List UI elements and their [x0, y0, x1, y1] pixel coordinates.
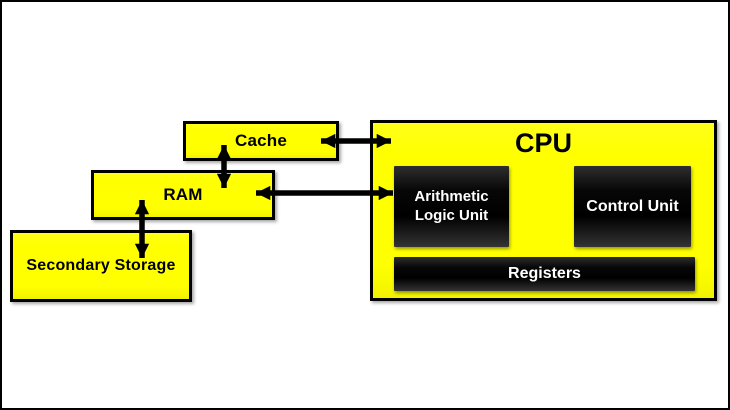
node-cache: Cache — [183, 121, 339, 161]
node-registers: Registers — [394, 257, 695, 291]
cpu-label: CPU — [514, 128, 572, 158]
node-ram: RAM — [91, 170, 275, 220]
registers-label: Registers — [508, 265, 581, 282]
node-arithmetic-logic-unit: Arithmetic Logic Unit — [394, 166, 509, 247]
node-cpu: CPU Arithmetic Logic Unit Control Unit R… — [370, 120, 717, 301]
ram-label: RAM — [163, 185, 203, 204]
secondary-storage-label: Secondary Storage — [26, 257, 176, 274]
control-unit-label: Control Unit — [586, 197, 679, 215]
cache-label: Cache — [234, 131, 288, 150]
node-control-unit: Control Unit — [574, 166, 691, 247]
node-secondary-storage: Secondary Storage — [10, 230, 192, 302]
alu-label: Arithmetic Logic Unit — [414, 187, 489, 224]
